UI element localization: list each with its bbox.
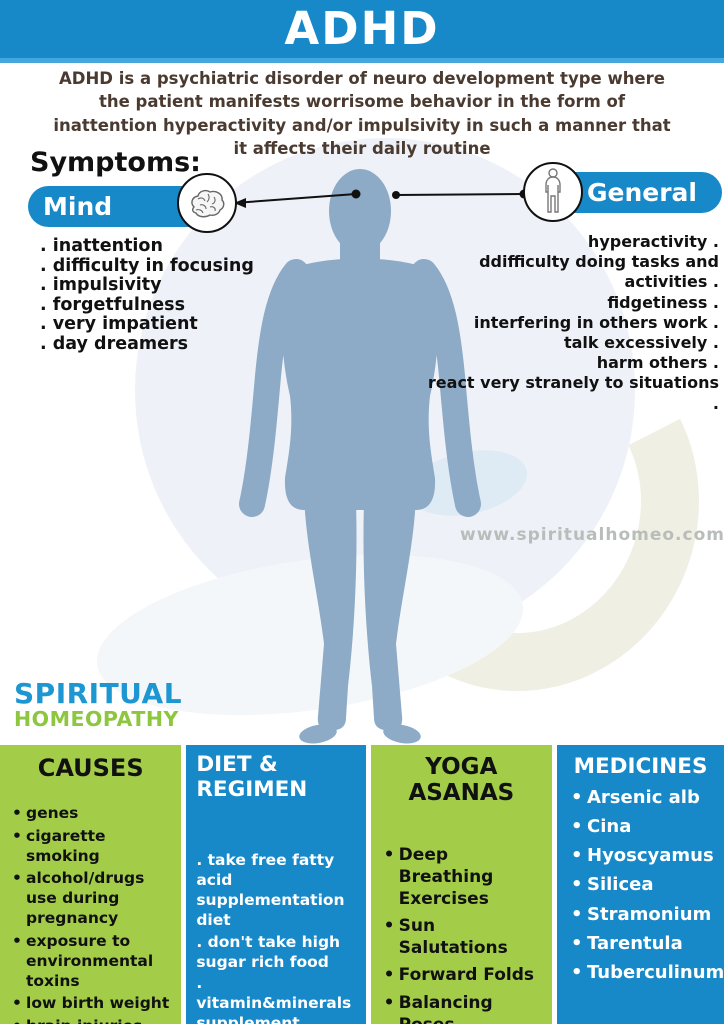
medicines-item: Tarentula: [567, 933, 714, 955]
yoga-asanas-item: Forward Folds: [381, 964, 542, 986]
human-body-silhouette: [239, 169, 481, 744]
website-watermark: www.spiritualhomeo.com: [460, 525, 724, 545]
general-symptom-item: hyperactivity .: [587, 232, 719, 251]
general-symptom-item: talk excessively .: [563, 333, 719, 353]
medicines-column: MEDICINES Arsenic albCinaHyoscyamusSilic…: [557, 745, 724, 1024]
medicines-item: Cina: [567, 816, 714, 838]
diet-regimen-item: . vitamin&minerals supplement: [196, 973, 352, 1024]
medicines-title: MEDICINES: [573, 754, 708, 779]
person-icon: [545, 168, 561, 213]
general-icon-circle: [523, 162, 583, 222]
general-symptom-item: fidgetiness .: [607, 292, 719, 312]
mind-symptom-item: . difficulty in focusing: [40, 255, 254, 276]
brand-name-top: SPIRITUAL: [14, 677, 183, 710]
diet-regimen-item: . don't take high sugar rich food: [196, 932, 341, 971]
page-title: ADHD: [284, 2, 440, 55]
header-accent-strip: [0, 58, 724, 63]
mind-symptoms-list: . inattention. difficulty in focusing. i…: [40, 236, 254, 355]
mind-icon-circle: [177, 173, 237, 233]
causes-column: CAUSES genes cigarette smokingalcohol/dru…: [0, 745, 182, 1024]
general-symptom-item: react very stranely to situations .: [427, 373, 719, 413]
symptoms-heading: Symptoms:: [30, 147, 201, 178]
header-bar: ADHD: [0, 0, 724, 58]
general-symptoms-list: hyperactivity .ddifficulty doing tasks a…: [419, 232, 719, 414]
medicines-item: Arsenic alb: [567, 787, 714, 809]
causes-item: low birth weight: [10, 994, 171, 1014]
causes-item: exposure to environmental toxins: [10, 932, 171, 991]
yoga-asanas-title: YOGA ASANAS: [408, 754, 515, 806]
general-symptom-item: interfering in others work .: [473, 312, 719, 332]
general-symptom-item: ddifficulty doing tasks and activities .: [479, 252, 719, 292]
medicines-item: Hyoscyamus: [567, 845, 714, 867]
mind-symptom-item: . very impatient: [40, 314, 198, 335]
mind-label: Mind: [43, 192, 113, 221]
causes-list: genes cigarette smokingalcohol/drugs use …: [10, 804, 171, 1024]
medicines-item: Stramonium: [567, 904, 714, 926]
brand-logo: SPIRITUAL HOMEOPATHY: [14, 677, 182, 731]
causes-item: alcohol/drugs use during pregnancy: [10, 869, 171, 928]
brand-name-bottom: HOMEOPATHY: [14, 707, 179, 731]
medicines-list: Arsenic albCinaHyoscyamusSiliceaStramoni…: [567, 787, 724, 984]
yoga-asanas-column: YOGA ASANAS Deep Breathing ExercisesSun …: [370, 745, 552, 1024]
causes-item: brain injuries: [10, 1017, 171, 1024]
general-symptom-item: harm others .: [596, 353, 719, 373]
yoga-asanas-item: Sun Salutations: [381, 915, 542, 959]
medicines-item: Tuberculinum: [567, 962, 724, 984]
causes-title: CAUSES: [37, 754, 144, 782]
diet-regimen-list: . take free fatty acid supplementation d…: [196, 850, 355, 1024]
diet-regimen-column: DIET & REGIMEN . take free fatty acid su…: [186, 745, 366, 1024]
brain-icon: [191, 189, 225, 218]
yoga-asanas-list: Deep Breathing ExercisesSun SalutationsF…: [381, 844, 542, 1024]
mind-symptom-item: . inattention: [40, 236, 163, 256]
causes-item: cigarette smoking: [10, 827, 171, 867]
intro-paragraph: ADHD is a psychiatric disorder of neuro …: [53, 69, 671, 159]
diet-regimen-item: . take free fatty acid supplementation d…: [196, 851, 345, 930]
mind-symptom-item: . forgetfulness: [40, 294, 185, 315]
causes-item: genes: [10, 804, 171, 824]
diet-regimen-title: DIET & REGIMEN: [196, 752, 308, 802]
general-label: General: [587, 178, 697, 207]
yoga-asanas-item: Balancing Poses: [381, 992, 542, 1024]
mind-symptom-item: . impulsivity: [40, 275, 162, 296]
info-columns: CAUSES genes cigarette smokingalcohol/dru…: [0, 745, 724, 1024]
mind-symptom-item: . day dreamers: [40, 333, 189, 354]
medicines-item: Silicea: [567, 874, 714, 896]
yoga-asanas-item: Deep Breathing Exercises: [381, 844, 542, 910]
